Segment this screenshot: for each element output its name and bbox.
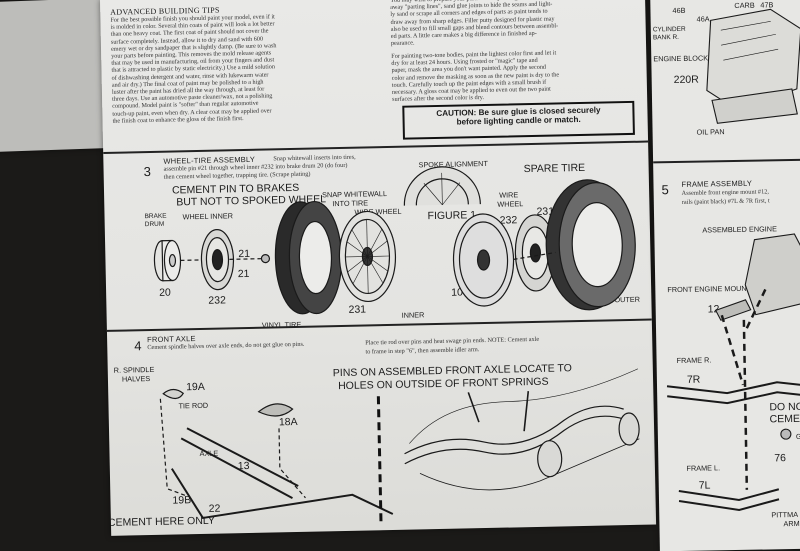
adjacent-page-right: 46B 46A 47B CARB CYLINDER BANK R. ENGINE… [650, 0, 800, 551]
frame-assembly-illustration [650, 0, 800, 551]
instruction-sheet: ADVANCED BUILDING TIPS For the best poss… [100, 0, 656, 536]
adjacent-page-left [0, 0, 113, 152]
wheel-tire-illustration [100, 0, 656, 536]
